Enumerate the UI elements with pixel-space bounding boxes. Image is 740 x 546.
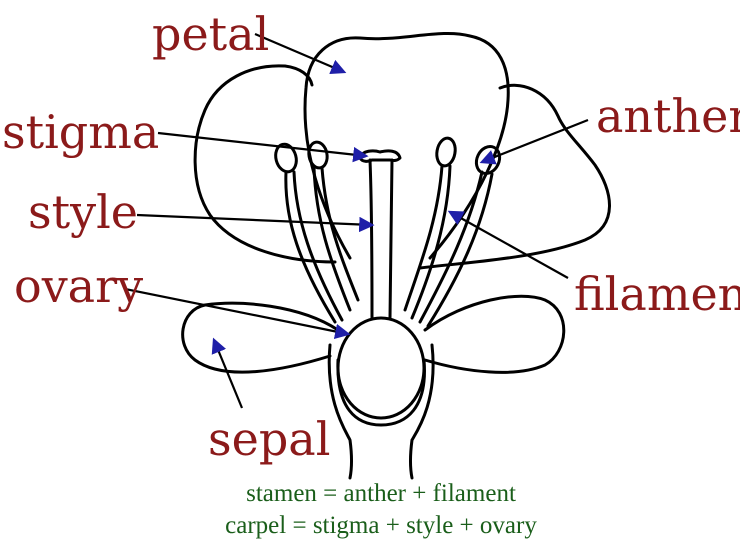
label-style: style <box>28 185 138 239</box>
label-anther: anther <box>596 89 740 143</box>
sepal-right-shape <box>425 296 564 372</box>
carpel-formula: carpel = stigma + style + ovary <box>225 512 537 539</box>
sepal-leader <box>214 340 242 408</box>
receptacle-outer <box>329 345 351 478</box>
label-sepal: sepal <box>208 412 330 466</box>
label-stigma: stigma <box>2 105 159 159</box>
stigma-shape <box>360 151 400 161</box>
label-filament: filament <box>574 267 740 321</box>
ovary-shape <box>338 318 424 418</box>
sepal-left-shape <box>183 303 338 372</box>
stamen-formula: stamen = anther + filament <box>246 480 516 507</box>
filament-leader <box>450 212 568 278</box>
ovary-wall <box>338 360 425 425</box>
filament-shape-1 <box>286 172 342 322</box>
style-leader <box>137 215 372 225</box>
style-shape <box>370 160 392 318</box>
ovary-leader <box>125 289 348 334</box>
leader-lines <box>125 34 588 408</box>
filament-shape-2 <box>314 168 358 310</box>
formulas: stamen = anther + filament carpel = stig… <box>225 480 537 539</box>
label-petal: petal <box>152 7 269 61</box>
anther-leader <box>482 120 588 162</box>
anther-shape-3 <box>435 137 458 168</box>
label-ovary: ovary <box>14 259 143 313</box>
stigma-leader <box>158 133 366 156</box>
